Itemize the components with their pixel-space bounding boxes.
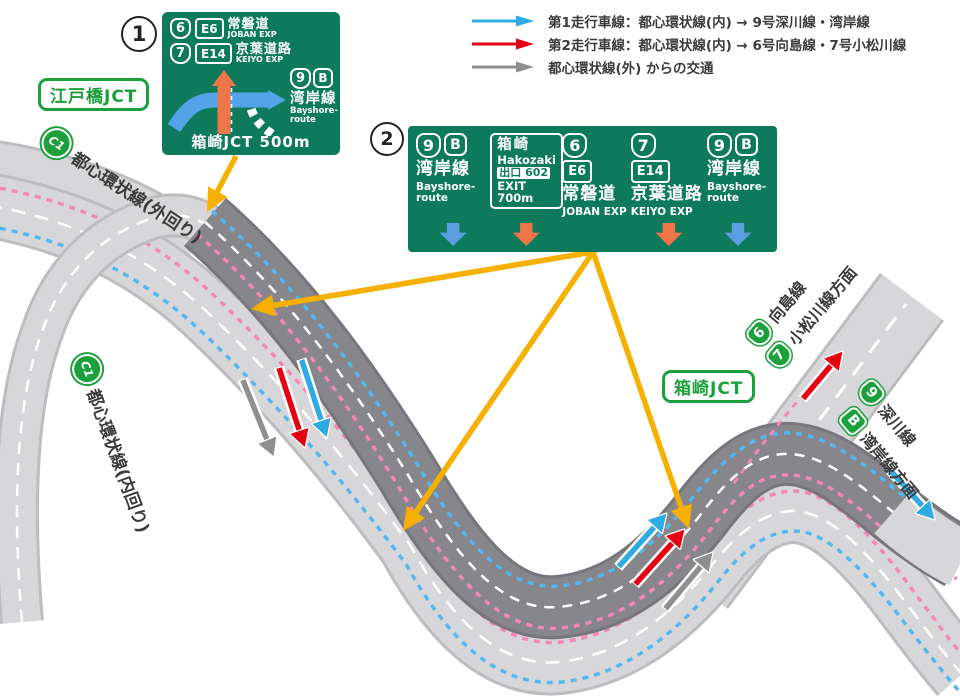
down-arrow-blue-icon xyxy=(439,223,467,246)
col3-jp: 常磐道 xyxy=(562,184,617,204)
route-9-shield-icon: 9 xyxy=(416,133,441,158)
route-b-shield-icon: B xyxy=(313,68,333,88)
route-b-shield-icon: B xyxy=(735,133,758,156)
legend-row-outer: 都心環状線(外) からの交通 xyxy=(470,58,906,77)
edobashi-jct-label: 江戸橋JCT xyxy=(38,78,150,111)
lane-arrow-red-2 xyxy=(630,528,686,589)
route-9-shield-icon: 9 xyxy=(290,68,311,89)
lane-arrow-red-1 xyxy=(273,365,310,449)
exit-number-badge: 出口 602 xyxy=(497,166,551,180)
legend-row-lane2: 第2走行車線：都心環状線(内) → 6号向島線・7号小松川線 xyxy=(470,35,907,54)
exit-jp: 箱崎 xyxy=(497,137,531,153)
sign2-number-badge: 2 xyxy=(370,122,404,156)
joban-en: JOBAN EXP xyxy=(227,30,277,39)
col1-en: Bayshore-route xyxy=(416,180,476,205)
route-9-shield-icon: 9 xyxy=(707,133,732,158)
col5-en: Bayshore-route xyxy=(707,180,767,205)
sign2-col-keiyo: 7 E14 京葉道路 KEIYO EXP xyxy=(630,133,707,246)
callout-line-sign2-b xyxy=(411,250,596,517)
road-inner-loop-approach xyxy=(0,193,228,624)
guide-sign-2: 9 B 湾岸線 Bayshore-route 箱崎 Hakozaki 出口 60… xyxy=(408,126,777,252)
keiyo-jp: 京葉道路 xyxy=(235,42,292,57)
wangan-jp: 湾岸線 xyxy=(290,91,337,107)
e14-badge-icon: E14 xyxy=(630,160,670,183)
col3-en: JOBAN EXP xyxy=(562,205,627,218)
down-arrow-orange-icon xyxy=(512,223,540,246)
exit-box: 箱崎 Hakozaki 出口 602 EXIT 700m xyxy=(490,133,563,209)
route-7-shield-icon: 7 xyxy=(630,133,656,158)
lane-arrow-blue-3 xyxy=(886,466,936,521)
legend-label-lane2: 第2走行車線：都心環状線(内) → 6号向島線・7号小松川線 xyxy=(548,38,907,54)
keiyo-en: KEIYO EXP xyxy=(235,55,284,64)
edobashi-jct-text: 江戸橋JCT xyxy=(50,87,138,107)
hakozaki-jct-label: 箱崎JCT xyxy=(662,370,756,403)
sign1-number: 1 xyxy=(131,22,147,46)
sign1-dest-wangan: 9 B 湾岸線 Bayshore-route xyxy=(290,68,338,125)
legend-row-lane1: 第1走行車線：都心環状線(内) → 9号深川線・湾岸線 xyxy=(470,12,906,31)
sign1-route-keiyo: 7 E14 京葉道路 KEIYO EXP xyxy=(170,43,292,64)
sign2-col-exit: 箱崎 Hakozaki 出口 602 EXIT 700m xyxy=(490,133,563,246)
blue-arrow-icon xyxy=(472,15,534,27)
lane-arrow-gray-1 xyxy=(237,377,278,458)
red-arrow-icon xyxy=(472,38,534,50)
sign1-distance: 箱崎JCT 500m xyxy=(191,133,311,151)
lane-arrow-blue-2 xyxy=(614,512,668,571)
col4-jp: 京葉道路 xyxy=(630,184,703,204)
down-arrow-orange-icon xyxy=(655,223,683,246)
callout-line-sign2-c xyxy=(590,251,685,511)
sign2-col-wangan-right: 9 B 湾岸線 Bayshore-route xyxy=(707,133,769,246)
callout-arrows xyxy=(207,154,692,531)
road-outer-loop xyxy=(0,140,960,697)
e6-badge-icon: E6 xyxy=(562,160,593,183)
wangan-en: Bayshore-route xyxy=(290,106,338,126)
callout-line-sign2-a xyxy=(269,249,594,309)
legend-label-lane1: 第1走行車線：都心環状線(内) → 9号深川線・湾岸線 xyxy=(548,15,870,31)
gray-arrow-icon xyxy=(472,61,534,73)
down-arrow-blue-icon xyxy=(724,223,752,246)
sign1-lane-diagram xyxy=(168,70,286,136)
sign1-route-joban: 6 E6 常磐道 JOBAN EXP xyxy=(170,18,292,39)
sign2-number: 2 xyxy=(380,128,394,150)
route-7-shield-icon: 7 xyxy=(170,43,191,64)
lane-arrow-blue-1 xyxy=(296,357,332,439)
legend-label-outer: 都心環状線(外) からの交通 xyxy=(548,61,714,77)
sign2-col-wangan-left: 9 B 湾岸線 Bayshore-route xyxy=(416,133,490,246)
exit-en: Hakozaki xyxy=(497,153,556,168)
hakozaki-jct-text: 箱崎JCT xyxy=(674,379,744,399)
joban-jp: 常磐道 xyxy=(227,17,270,32)
exit-distance: EXIT 700m xyxy=(497,178,534,205)
route-6-shield-icon: 6 xyxy=(562,133,588,158)
route-b-shield-icon: B xyxy=(444,133,467,156)
sign1-number-badge: 1 xyxy=(121,16,157,52)
col5-jp: 湾岸線 xyxy=(707,159,761,179)
guide-sign-1: 6 E6 常磐道 JOBAN EXP 7 E14 京葉道路 KEIYO EXP … xyxy=(162,12,340,155)
route-6-shield-icon: 6 xyxy=(170,18,191,39)
traffic-arrows xyxy=(237,350,936,613)
lane-arrow-gray-2 xyxy=(660,551,714,613)
col1-jp: 湾岸線 xyxy=(416,159,470,179)
sign2-col-joban: 6 E6 常磐道 JOBAN EXP xyxy=(562,133,630,246)
legend: 第1走行車線：都心環状線(内) → 9号深川線・湾岸線 第2走行車線：都心環状線… xyxy=(470,12,907,77)
e6-badge-icon: E6 xyxy=(195,18,224,39)
e14-badge-icon: E14 xyxy=(195,43,232,64)
lane-arrow-red-3 xyxy=(798,350,844,403)
col4-en: KEIYO EXP xyxy=(630,205,693,218)
